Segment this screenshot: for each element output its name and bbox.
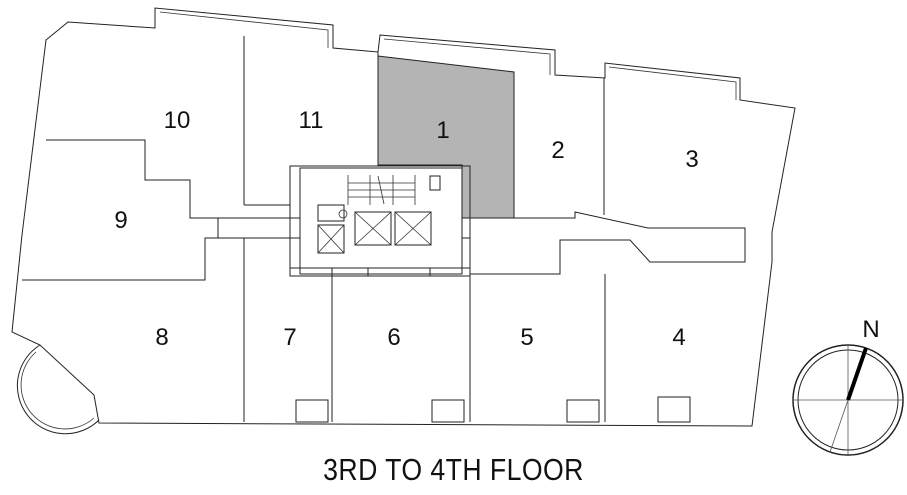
unit-label-2: 2 bbox=[551, 137, 564, 164]
bay-window-inner bbox=[20, 351, 95, 430]
unit-label-10: 10 bbox=[164, 107, 191, 134]
unit-label-11: 11 bbox=[299, 107, 324, 134]
balcony-10-11 bbox=[159, 11, 329, 48]
balcony-1 bbox=[383, 38, 551, 75]
unit-label-7: 7 bbox=[283, 324, 296, 351]
balcony-3 bbox=[608, 66, 737, 100]
bay-window bbox=[16, 344, 100, 435]
building-outline bbox=[11, 7, 796, 427]
unit-label-9: 9 bbox=[114, 207, 127, 234]
unit-label-4: 4 bbox=[672, 324, 685, 351]
unit-label-8: 8 bbox=[155, 324, 168, 351]
north-label: N bbox=[862, 316, 879, 343]
stair-core bbox=[347, 175, 416, 205]
north-arrow-icon: N bbox=[792, 316, 904, 456]
unit-label-1[interactable]: 1 bbox=[436, 117, 449, 144]
elevators bbox=[317, 175, 441, 254]
floor-title: 3RD TO 4TH FLOOR bbox=[323, 452, 584, 487]
unit-label-6: 6 bbox=[387, 324, 400, 351]
corridor bbox=[217, 211, 746, 275]
partition-walls bbox=[22, 36, 691, 423]
unit-label-3: 3 bbox=[685, 146, 698, 173]
unit-label-5: 5 bbox=[520, 324, 533, 351]
building-core bbox=[299, 167, 463, 269]
